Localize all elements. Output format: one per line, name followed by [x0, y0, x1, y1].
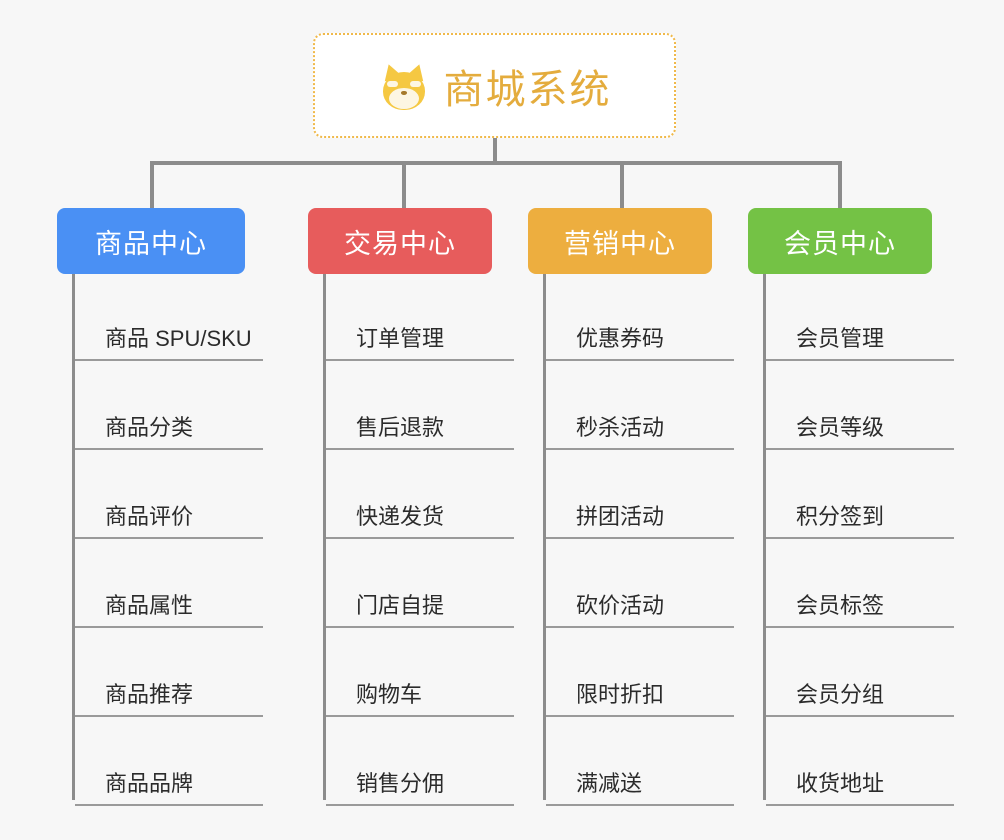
connector-drop-marketing-center: [620, 161, 624, 208]
leaf-label: 会员管理: [766, 321, 954, 361]
list-item[interactable]: 积分签到: [766, 452, 954, 541]
list-item[interactable]: 会员管理: [766, 274, 954, 363]
leaf-label: 砍价活动: [546, 588, 734, 628]
root-node-card[interactable]: 商城系统: [313, 33, 676, 138]
leaf-label: 优惠券码: [546, 321, 734, 361]
list-item[interactable]: 销售分佣: [326, 719, 514, 808]
list-item[interactable]: 商品推荐: [75, 630, 263, 719]
column-spine-trade-center: [323, 274, 326, 800]
column-spine-marketing-center: [543, 274, 546, 800]
list-item[interactable]: 会员分组: [766, 630, 954, 719]
leaf-label: 收货地址: [766, 766, 954, 806]
category-node-product-center[interactable]: 商品中心: [57, 208, 245, 274]
list-item[interactable]: 商品分类: [75, 363, 263, 452]
list-item[interactable]: 快递发货: [326, 452, 514, 541]
leaf-list-product-center: 商品 SPU/SKU 商品分类 商品评价 商品属性 商品推荐 商品品牌: [75, 274, 263, 808]
leaf-label: 销售分佣: [326, 766, 514, 806]
list-item[interactable]: 售后退款: [326, 363, 514, 452]
list-item[interactable]: 会员等级: [766, 363, 954, 452]
leaf-label: 订单管理: [326, 321, 514, 361]
list-item[interactable]: 砍价活动: [546, 541, 734, 630]
connector-root-stem: [493, 138, 497, 164]
leaf-label: 快递发货: [326, 499, 514, 539]
connector-drop-product-center: [150, 161, 154, 208]
list-item[interactable]: 拼团活动: [546, 452, 734, 541]
leaf-label: 购物车: [326, 677, 514, 717]
connector-drop-member-center: [838, 161, 842, 208]
category-node-marketing-center[interactable]: 营销中心: [528, 208, 712, 274]
leaf-list-marketing-center: 优惠券码 秒杀活动 拼团活动 砍价活动 限时折扣 满减送: [546, 274, 734, 808]
column-marketing-center: 营销中心: [528, 208, 724, 274]
leaf-label: 会员等级: [766, 410, 954, 450]
list-item[interactable]: 会员标签: [766, 541, 954, 630]
leaf-label: 商品品牌: [75, 766, 263, 806]
list-item[interactable]: 商品品牌: [75, 719, 263, 808]
column-trade-center: 交易中心: [308, 208, 508, 274]
connector-drop-trade-center: [402, 161, 406, 208]
leaf-label: 商品推荐: [75, 677, 263, 717]
leaf-label: 秒杀活动: [546, 410, 734, 450]
list-item[interactable]: 购物车: [326, 630, 514, 719]
list-item[interactable]: 商品 SPU/SKU: [75, 274, 263, 363]
leaf-label: 满减送: [546, 766, 734, 806]
list-item[interactable]: 商品评价: [75, 452, 263, 541]
column-spine-product-center: [72, 274, 75, 800]
leaf-label: 会员分组: [766, 677, 954, 717]
list-item[interactable]: 优惠券码: [546, 274, 734, 363]
leaf-label: 商品属性: [75, 588, 263, 628]
connector-horizontal-bus: [150, 161, 842, 165]
page-title: 商城系统: [443, 67, 612, 112]
column-product-center: 商品中心: [57, 208, 277, 274]
list-item[interactable]: 门店自提: [326, 541, 514, 630]
list-item[interactable]: 满减送: [546, 719, 734, 808]
leaf-label: 售后退款: [326, 410, 514, 450]
leaf-label: 商品 SPU/SKU: [75, 321, 263, 361]
leaf-label: 限时折扣: [546, 677, 734, 717]
leaf-label: 积分签到: [766, 499, 954, 539]
column-spine-member-center: [763, 274, 766, 800]
leaf-list-trade-center: 订单管理 售后退款 快递发货 门店自提 购物车 销售分佣: [326, 274, 514, 808]
leaf-label: 拼团活动: [546, 499, 734, 539]
list-item[interactable]: 订单管理: [326, 274, 514, 363]
list-item[interactable]: 秒杀活动: [546, 363, 734, 452]
list-item[interactable]: 限时折扣: [546, 630, 734, 719]
leaf-label: 会员标签: [766, 588, 954, 628]
leaf-label: 商品评价: [75, 499, 263, 539]
leaf-label: 商品分类: [75, 410, 263, 450]
leaf-list-member-center: 会员管理 会员等级 积分签到 会员标签 会员分组 收货地址: [766, 274, 954, 808]
list-item[interactable]: 收货地址: [766, 719, 954, 808]
category-node-trade-center[interactable]: 交易中心: [308, 208, 492, 274]
list-item[interactable]: 商品属性: [75, 541, 263, 630]
category-node-member-center[interactable]: 会员中心: [748, 208, 932, 274]
leaf-label: 门店自提: [326, 588, 514, 628]
dog-face-icon: [378, 60, 430, 112]
column-member-center: 会员中心: [748, 208, 944, 274]
